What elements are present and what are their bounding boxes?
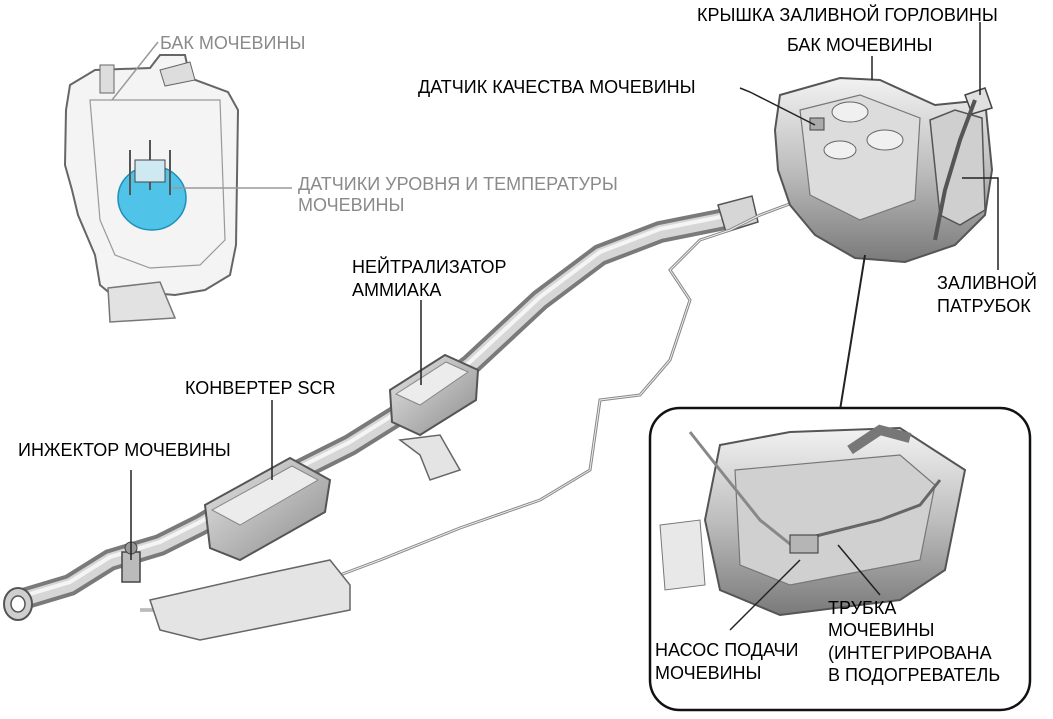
- label-urea-tank-right: БАК МОЧЕВИНЫ: [787, 35, 933, 55]
- label-urea-pump-2: МОЧЕВИНЫ: [655, 663, 762, 683]
- label-ammonia-neutralizer-2: АММИАКА: [352, 280, 442, 300]
- leader-urea-tube: [837, 544, 881, 596]
- ammonia-neutralizer: [388, 353, 480, 437]
- label-filler-neck-2: ПАТРУБОК: [937, 296, 1031, 316]
- label-scr-converter: КОНВЕРТЕР SCR: [185, 378, 336, 398]
- label-level-temp-sensors-1: ДАТЧИКИ УРОВНЯ И ТЕМПЕРАТУРЫ: [298, 174, 618, 194]
- exhaust-pipe: [3, 195, 759, 621]
- scr-converter: [203, 456, 332, 562]
- label-urea-tube-3: (ИНТЕГРИРОВАНА: [828, 643, 992, 663]
- leader-quality-sensor: [739, 87, 816, 126]
- inset-connector: [839, 254, 866, 411]
- inset-detail: [648, 406, 1032, 712]
- urea-tank-right: [773, 76, 994, 264]
- urea-tank-left: [63, 54, 240, 323]
- label-level-temp-sensors-2: МОЧЕВИНЫ: [298, 195, 405, 215]
- label-urea-tube-1: ТРУБКА: [828, 598, 897, 618]
- label-urea-tube-2: МОЧЕВИНЫ: [828, 620, 935, 640]
- label-urea-tank-left: БАК МОЧЕВИНЫ: [160, 33, 306, 53]
- leader-tank-left: [111, 41, 159, 101]
- label-ammonia-neutralizer-1: НЕЙТРАЛИЗАТОР: [352, 257, 507, 277]
- leader-urea-pump: [729, 559, 801, 631]
- label-urea-injector: ИНЖЕКТОР МОЧЕВИНЫ: [18, 440, 231, 460]
- lower-bracket: [149, 559, 351, 641]
- label-urea-pump-1: НАСОС ПОДАЧИ: [655, 640, 799, 660]
- label-quality-sensor: ДАТЧИК КАЧЕСТВА МОЧЕВИНЫ: [418, 77, 696, 97]
- label-filler-cap: КРЫШКА ЗАЛИВНОЙ ГОРЛОВИНЫ: [697, 5, 998, 25]
- label-filler-neck-1: ЗАЛИВНОЙ: [937, 273, 1037, 293]
- leader-filler-neck: [962, 177, 999, 270]
- label-urea-tube-4: В ПОДОГРЕВАТЕЛЬ: [828, 665, 1001, 685]
